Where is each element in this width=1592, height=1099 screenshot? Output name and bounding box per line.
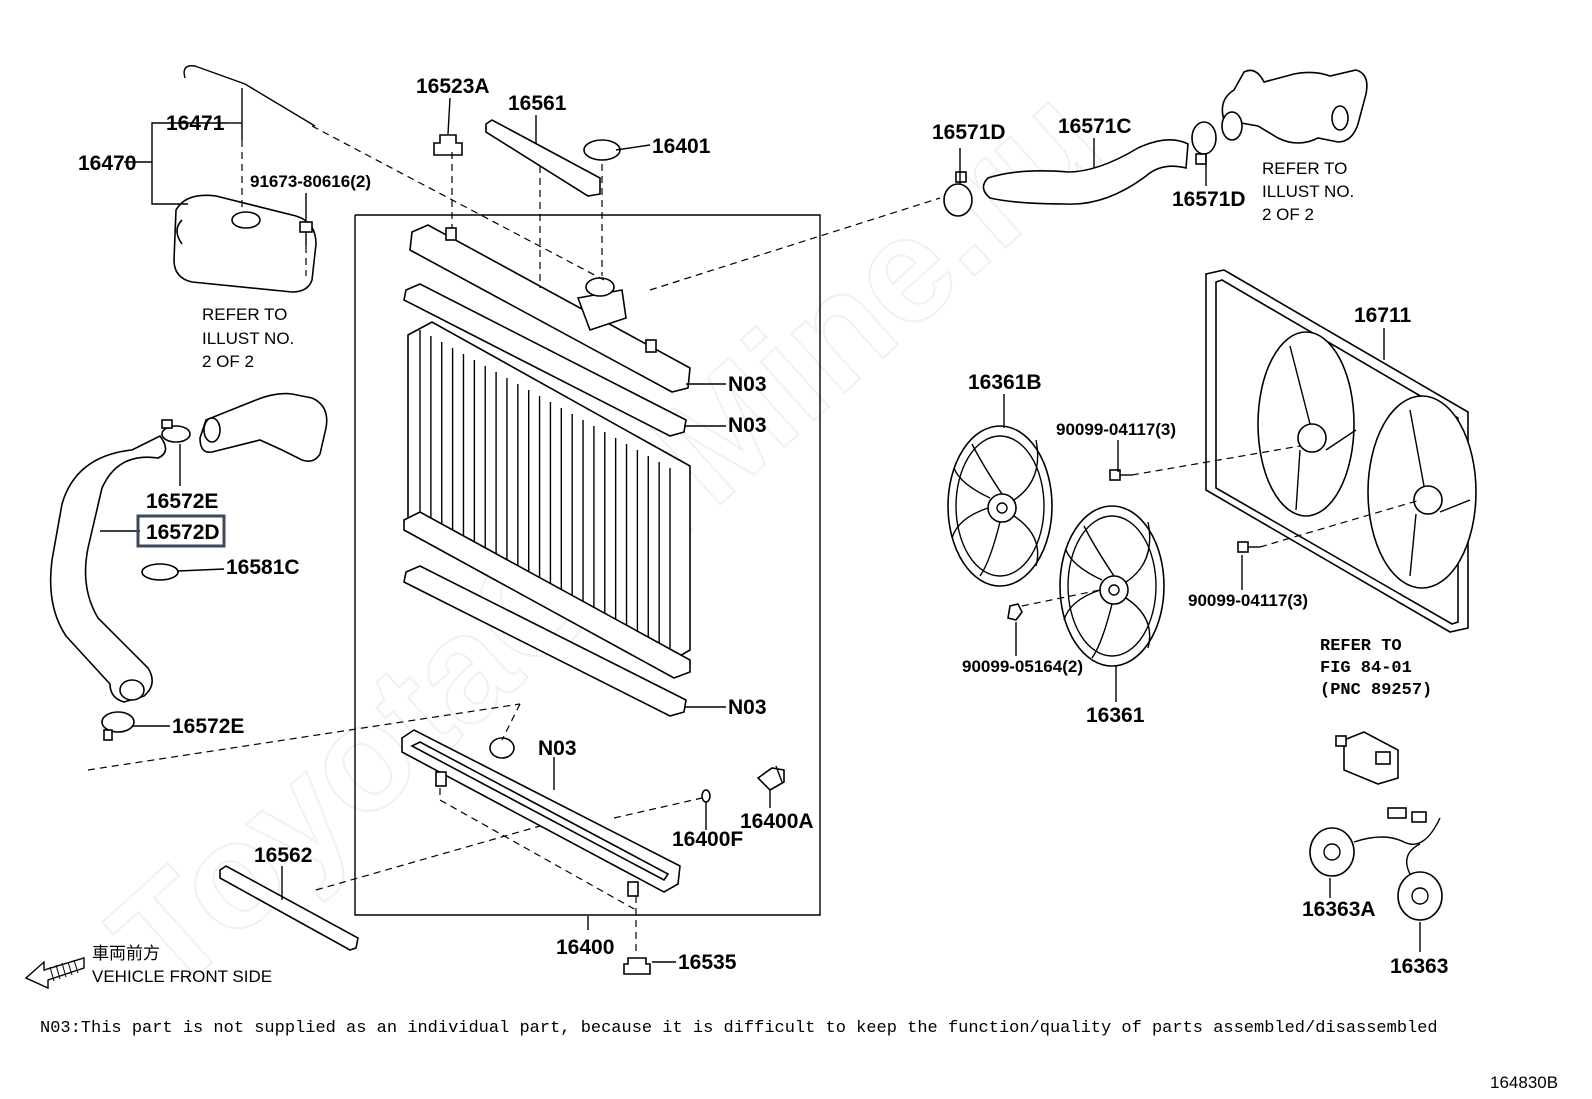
label-16562[interactable]: 16562 — [254, 844, 312, 867]
label-16561[interactable]: 16561 — [508, 92, 567, 115]
svg-text:REFER TO: REFER TO — [1262, 159, 1347, 178]
svg-text:ILLUST NO.: ILLUST NO. — [1262, 182, 1354, 201]
arrow-left-icon — [24, 957, 85, 990]
label-16572E-a[interactable]: 16572E — [146, 490, 218, 513]
vehicle-front-indicator: 車両前方 VEHICLE FRONT SIDE — [24, 944, 272, 990]
diagram-id: 164830B — [1490, 1073, 1558, 1092]
hose-clamp-lower-part — [101, 711, 135, 741]
upper-hose-clamp-a-part — [943, 171, 973, 217]
upper-hose-clamp-b-part — [1191, 121, 1217, 165]
lower-hose-part — [49, 434, 167, 703]
label-16572E-b[interactable]: 16572E — [172, 715, 244, 738]
label-90099-04117-b[interactable]: 90099-04117(3) — [1188, 591, 1308, 610]
svg-text:2 OF 2: 2 OF 2 — [1262, 205, 1314, 224]
shroud-bolt-a-part — [1109, 469, 1132, 481]
hose-clamp-upper-part — [161, 419, 191, 443]
label-16363[interactable]: 16363 — [1390, 955, 1448, 978]
refer-note-top-right: REFER TO ILLUST NO. 2 OF 2 — [1262, 159, 1354, 224]
label-16535[interactable]: 16535 — [678, 951, 737, 974]
svg-text:(PNC 89257): (PNC 89257) — [1320, 681, 1432, 700]
label-16572D[interactable]: 16572D — [146, 521, 220, 544]
label-16401[interactable]: 16401 — [652, 135, 711, 158]
label-16571D-a[interactable]: 16571D — [932, 121, 1006, 144]
fan-relay-part — [1335, 731, 1399, 785]
label-16470[interactable]: 16470 — [78, 152, 136, 175]
svg-text:REFER TO: REFER TO — [202, 305, 287, 324]
fan-shroud-part — [1205, 269, 1477, 633]
fan-16361-part — [1059, 505, 1165, 667]
radiator-core-part — [403, 321, 691, 679]
label-91673-80616[interactable]: 91673-80616(2) — [250, 172, 371, 191]
label-16711[interactable]: 16711 — [1354, 304, 1412, 327]
label-90099-04117-a[interactable]: 90099-04117(3) — [1056, 420, 1176, 439]
label-16523A[interactable]: 16523A — [416, 75, 490, 98]
lower-gasket-part — [403, 565, 687, 717]
selected-part-highlight — [136, 514, 226, 548]
hose-clip-part — [141, 563, 179, 581]
label-16361B[interactable]: 16361B — [968, 371, 1042, 394]
reservoir-bolt-part — [299, 221, 313, 246]
water-outlet-part — [199, 392, 328, 462]
svg-text:REFER TO: REFER TO — [1320, 637, 1402, 656]
assembly-dash-lines — [87, 125, 1421, 954]
drain-oring-part — [701, 789, 711, 803]
upper-seal-part — [485, 119, 601, 197]
label-16571C[interactable]: 16571C — [1058, 115, 1132, 138]
refer-note-fig: REFER TO FIG 84-01 (PNC 89257) — [1320, 637, 1432, 700]
upper-hose-part — [982, 139, 1189, 205]
svg-text:2 OF 2: 2 OF 2 — [202, 352, 254, 371]
label-n03-d[interactable]: N03 — [538, 737, 577, 760]
lower-cushion-part — [623, 957, 651, 975]
vehicle-front-en: VEHICLE FRONT SIDE — [92, 967, 272, 986]
water-inlet-part — [1221, 69, 1368, 144]
overflow-hose-part — [183, 65, 316, 127]
label-n03-b[interactable]: N03 — [728, 414, 767, 437]
upper-cushion-part — [433, 134, 463, 156]
refer-note-left: REFER TO ILLUST NO. 2 OF 2 — [202, 305, 294, 371]
label-n03-c[interactable]: N03 — [728, 696, 767, 719]
label-16581C[interactable]: 16581C — [226, 556, 300, 579]
label-16571D-b[interactable]: 16571D — [1172, 188, 1246, 211]
fan-16361B-part — [947, 425, 1053, 587]
upper-gasket-part — [403, 283, 687, 437]
label-16361[interactable]: 16361 — [1086, 704, 1145, 727]
label-16363A[interactable]: 16363A — [1302, 898, 1376, 921]
label-16471[interactable]: 16471 — [166, 112, 225, 135]
svg-text:ILLUST NO.: ILLUST NO. — [202, 329, 294, 348]
label-16400[interactable]: 16400 — [556, 936, 614, 959]
label-16400F[interactable]: 16400F — [672, 828, 743, 851]
radiator-cap-part — [583, 139, 621, 161]
vehicle-front-jp: 車両前方 — [92, 944, 160, 963]
reservoir-tank-part — [173, 194, 317, 293]
fan-motor-16363A-part — [1309, 807, 1441, 877]
leader-lines — [100, 97, 1421, 963]
footnote-n03: N03:This part is not supplied as an indi… — [40, 1019, 1438, 1038]
radiator-lower-tank-part — [401, 729, 681, 897]
label-16400A[interactable]: 16400A — [740, 810, 814, 833]
svg-text:FIG 84-01: FIG 84-01 — [1320, 659, 1412, 678]
label-90099-05164[interactable]: 90099-05164(2) — [962, 657, 1083, 676]
shroud-bolt-b-part — [1237, 541, 1260, 553]
label-n03-a[interactable]: N03 — [728, 373, 767, 396]
fan-motor-16363-part — [1397, 843, 1443, 921]
lower-seal-part — [219, 865, 359, 951]
radiator-assembly-frame — [354, 214, 821, 916]
fan-nut-part — [1007, 603, 1023, 621]
drain-cock-part — [756, 765, 785, 791]
